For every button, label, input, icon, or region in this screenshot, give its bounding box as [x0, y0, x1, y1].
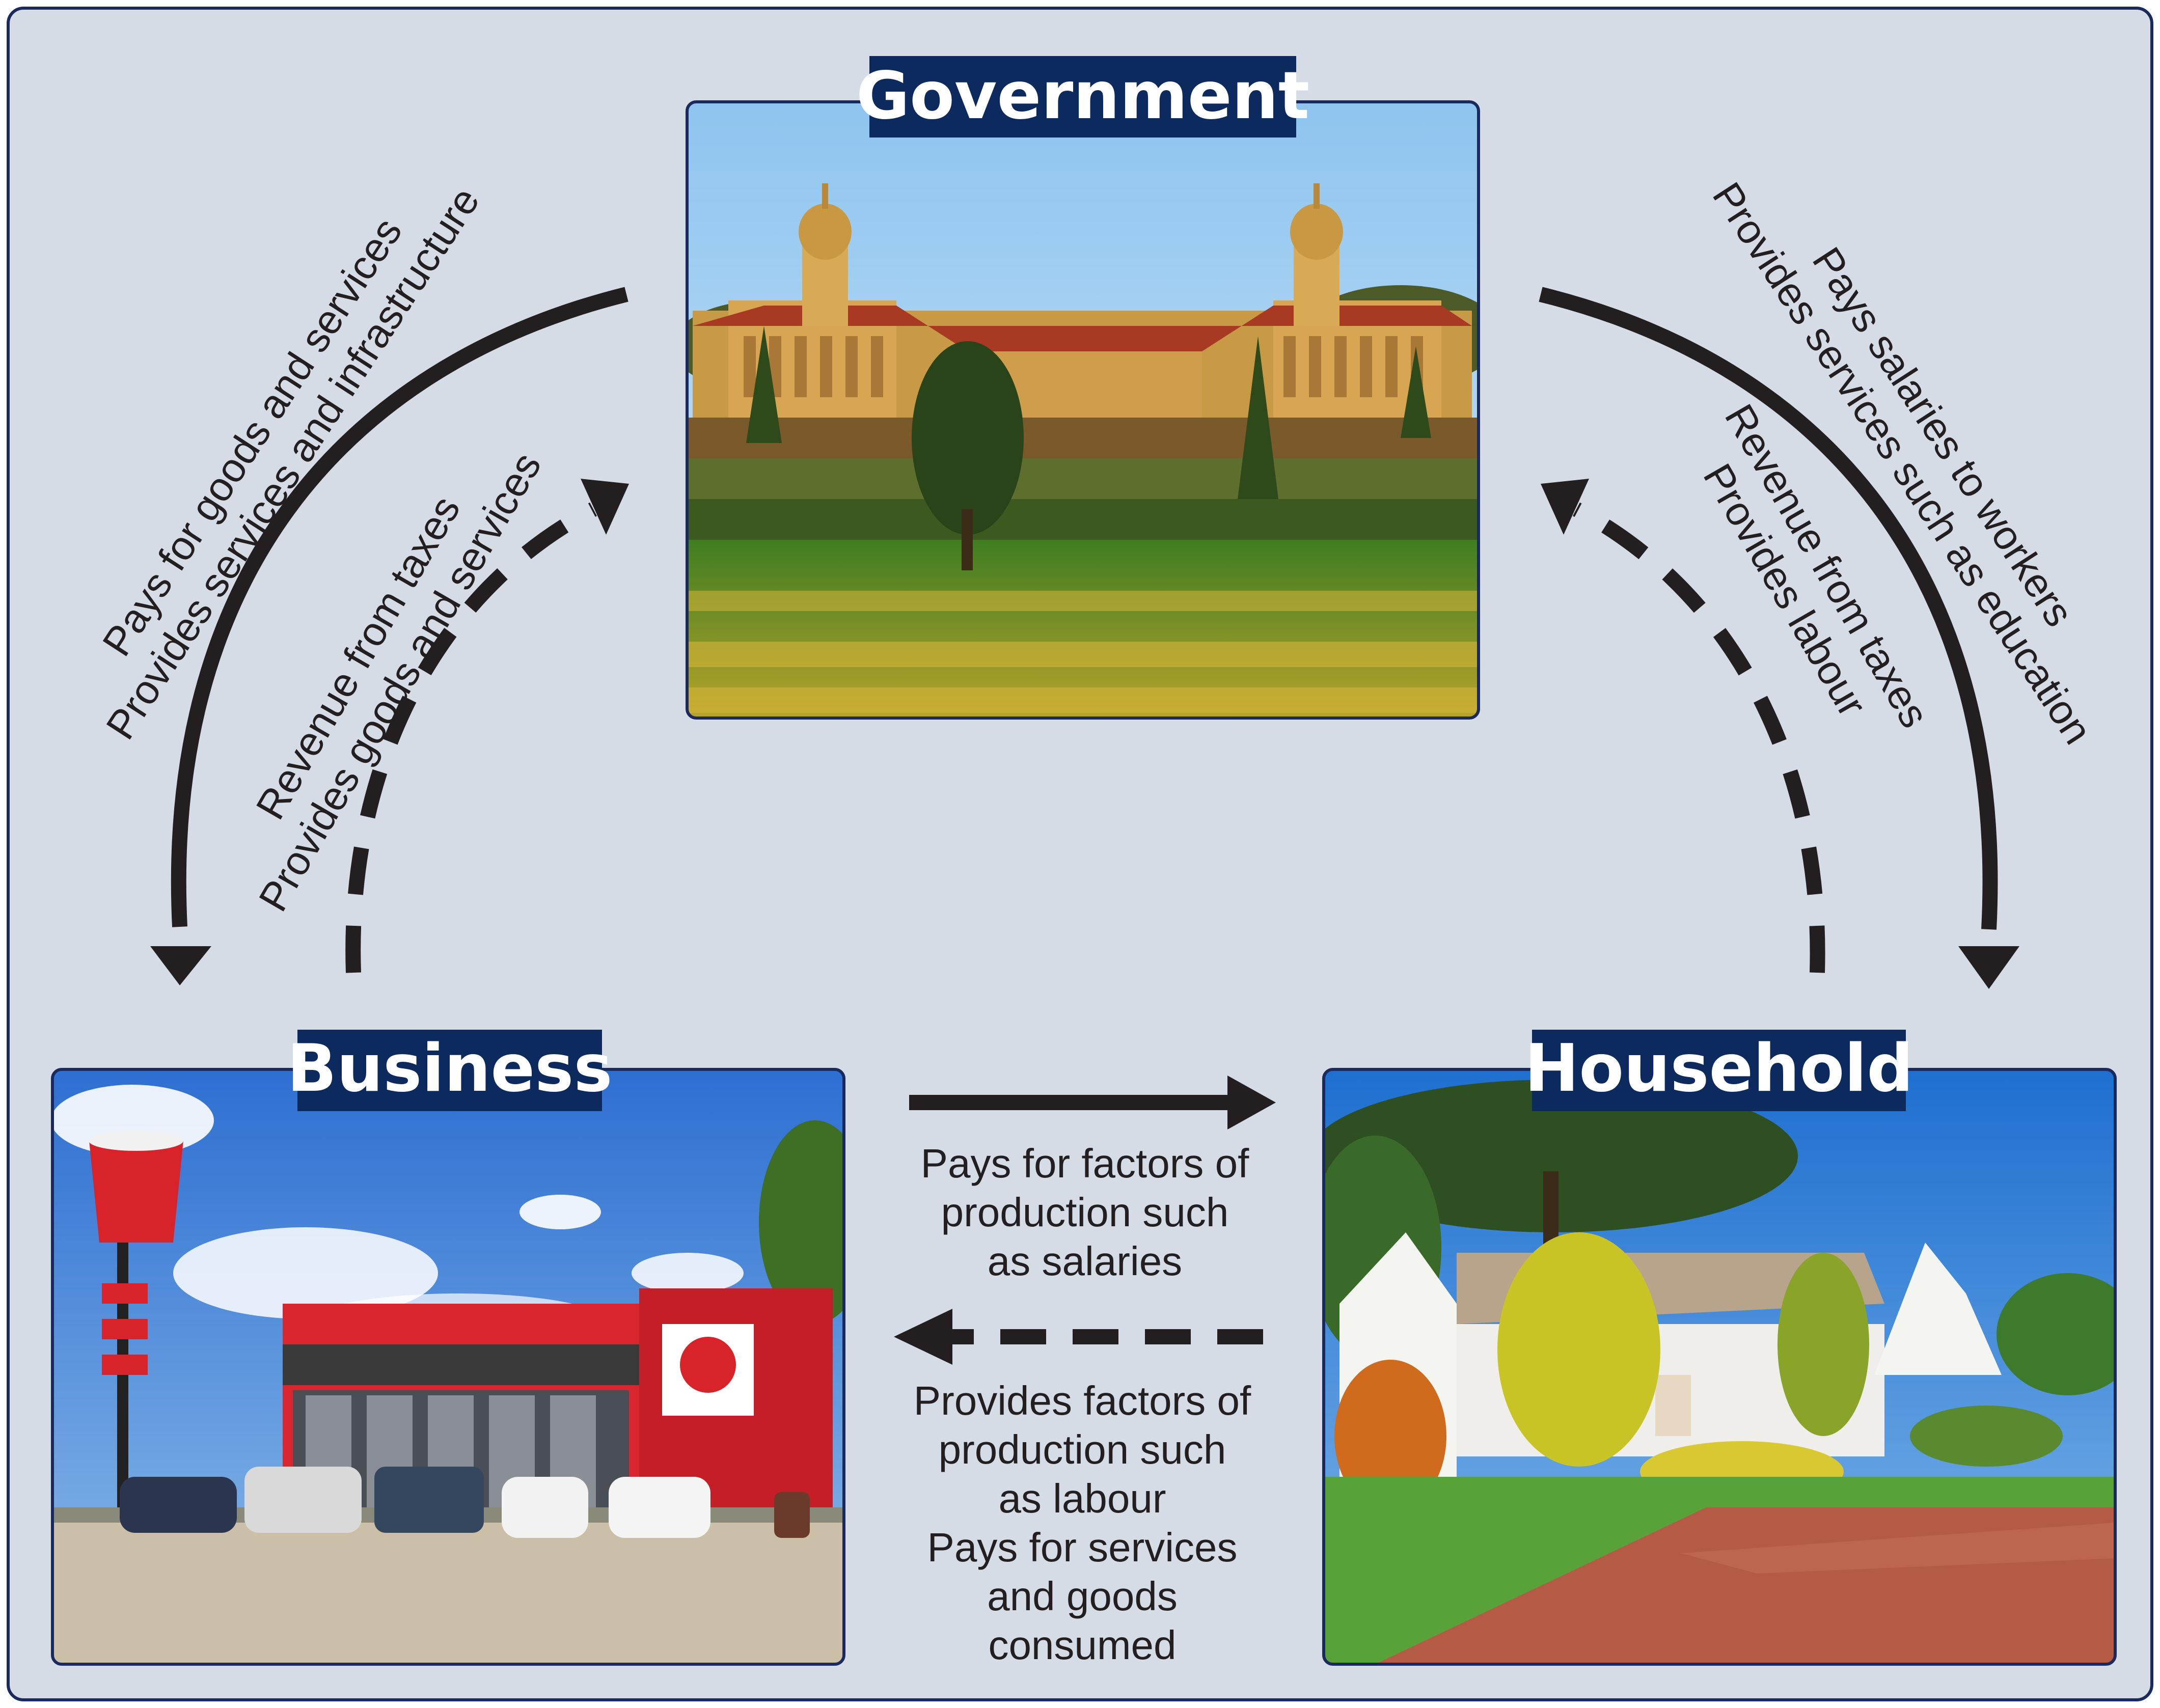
arrowhead-household-to-business [894, 1309, 952, 1365]
arrow-gov-to-business [171, 287, 628, 927]
label-household-to-business: Provides factors of production such as l… [914, 1378, 1251, 1668]
household-title: Household [1524, 1031, 1913, 1107]
household-title-box: Household [1524, 1030, 1913, 1111]
label-household-to-business-line4: Pays for services [927, 1525, 1237, 1570]
household-photo [1324, 1069, 2115, 1664]
label-business-to-household-line3: as salaries [988, 1238, 1182, 1284]
business-title: Business [287, 1031, 612, 1107]
business-title-box: Business [287, 1030, 613, 1111]
label-business-to-household-line1: Pays for factors of [921, 1141, 1249, 1186]
government-photo [687, 102, 1479, 718]
arrowhead-gov-to-household [1958, 946, 2019, 989]
government-title-box: Government [856, 56, 1309, 137]
government-title: Government [856, 58, 1309, 134]
arrowhead-household-to-gov [1541, 479, 1589, 535]
arrow-business-to-gov [345, 502, 597, 973]
label-household-to-business-line3: as labour [998, 1476, 1166, 1521]
business-photo [52, 1069, 844, 1664]
label-household-to-business-line1: Provides factors of [914, 1378, 1251, 1423]
arrow-gov-to-household [1539, 287, 1998, 930]
arrowhead-gov-to-business [150, 946, 211, 985]
arrow-household-to-gov [1573, 502, 1825, 973]
label-business-to-household-line2: production such [941, 1190, 1229, 1235]
arrowhead-business-to-household [1227, 1076, 1276, 1130]
label-business-to-household: Pays for factors of production such as s… [921, 1141, 1249, 1284]
label-household-to-business-line5: and goods [987, 1574, 1178, 1619]
label-household-to-business-line6: consumed [988, 1622, 1176, 1668]
label-household-to-business-line2: production such [939, 1427, 1226, 1472]
arrowhead-business-to-gov [581, 479, 629, 535]
